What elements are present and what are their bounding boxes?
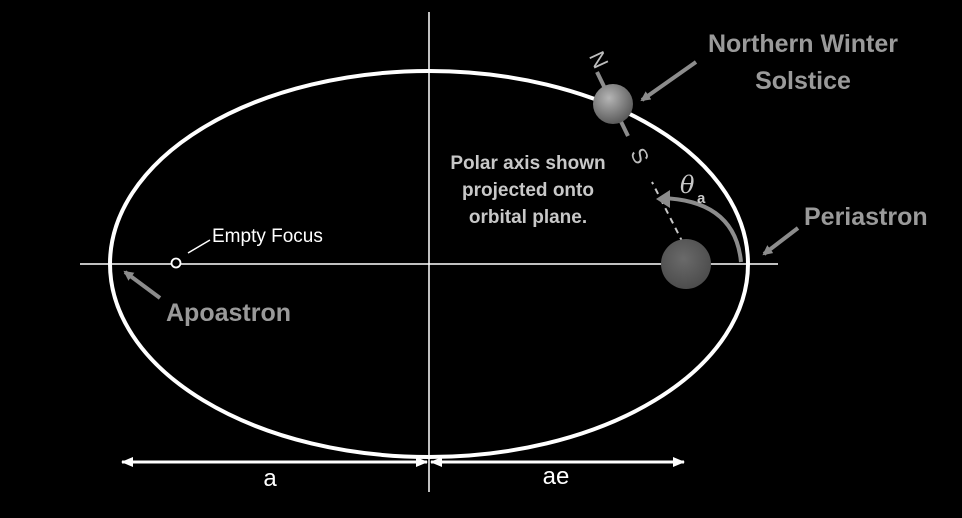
periastron-label: Periastron — [804, 203, 928, 231]
theta-angle-arc — [660, 196, 743, 263]
north-pole-label: N — [584, 47, 613, 72]
empty-focus-label: Empty Focus — [212, 226, 323, 247]
solstice-label-line2: Solstice — [755, 67, 851, 95]
empty-focus-leader — [187, 239, 211, 254]
planet — [593, 84, 633, 124]
orbit-ellipse — [108, 69, 750, 459]
theta-subscript: a — [697, 190, 706, 207]
solstice-arrow — [640, 60, 698, 102]
periastron-arrow — [762, 226, 800, 256]
polar-axis-note-line1: Polar axis shown — [450, 153, 605, 174]
polar-axis-note-line2: projected onto — [462, 180, 594, 201]
empty-focus-marker — [170, 257, 182, 269]
star — [661, 239, 711, 289]
apoastron-arrow — [123, 270, 162, 300]
south-pole-label: S — [625, 144, 654, 168]
theta-label: θ — [680, 171, 695, 199]
polar-axis-note-line3: orbital plane. — [469, 207, 587, 228]
projected-axis-dashed — [651, 181, 684, 244]
theta-arc-arrowhead — [656, 190, 670, 208]
apoastron-label: Apoastron — [166, 299, 291, 327]
solstice-label-line1: Northern Winter — [708, 30, 898, 58]
dimension-ae-label: ae — [543, 463, 570, 490]
dimension-a-label: a — [263, 465, 277, 492]
